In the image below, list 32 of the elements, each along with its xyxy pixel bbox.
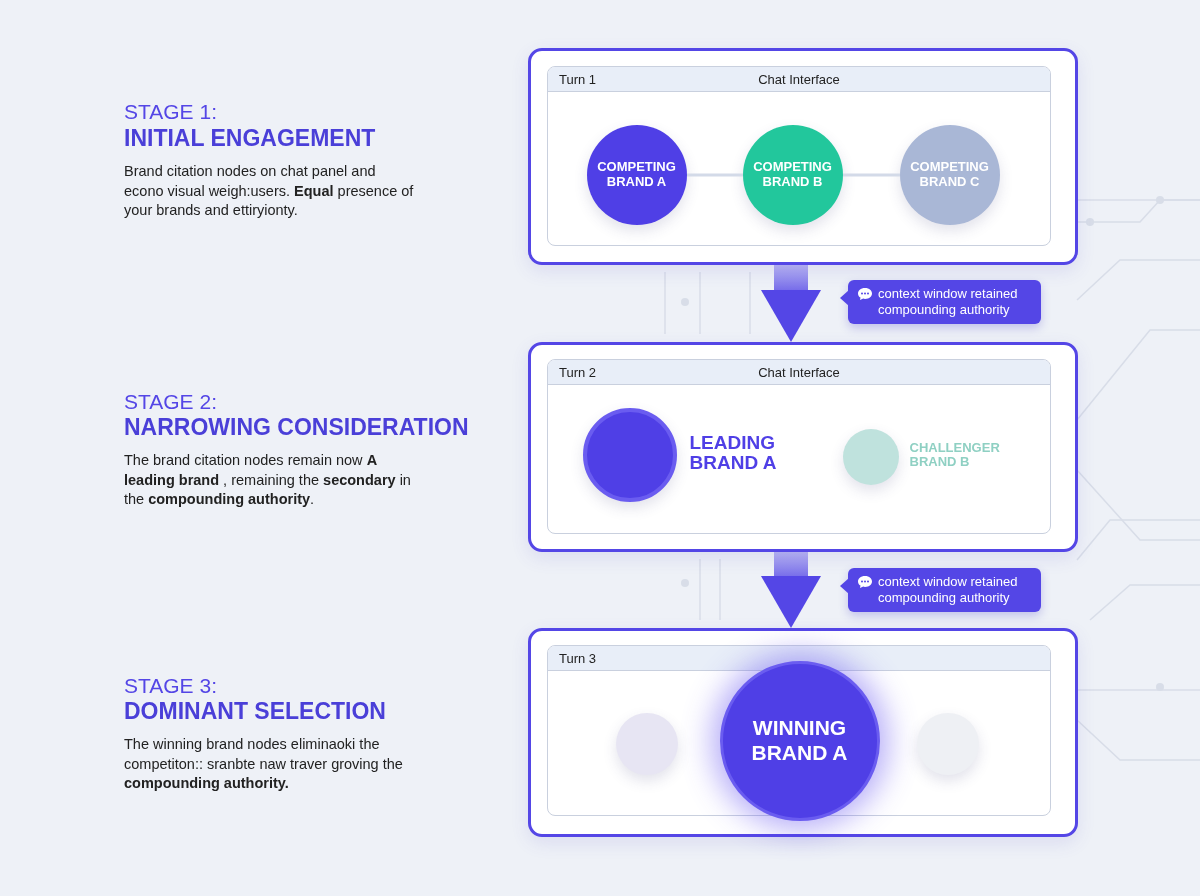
flow-arrow: [761, 552, 821, 628]
stage-title: DOMINANT SELECTION: [124, 698, 386, 725]
stage-number: STAGE 2:: [124, 390, 217, 414]
connector-line: [843, 173, 900, 177]
turn-label: Turn 1: [559, 72, 597, 87]
stage-number: STAGE 3:: [124, 674, 217, 698]
stage-card: [528, 342, 1078, 552]
stage-description: Brand citation nodes on chat panel and econo visual weigh:users. Equal presence of your brands and ettiryionty.: [124, 162, 415, 220]
stage-title: NARROWING CONSIDERATION: [124, 414, 469, 441]
stage-description: The brand citation nodes remain now A leading brand , remaining the secondary in the compounding authority.: [124, 451, 412, 509]
stage-description: The winning brand nodes eliminaoki the competiton:: sranbte naw traver groving the compounding authority.: [124, 735, 404, 793]
flow-arrow: [761, 265, 821, 342]
turn-label: Turn 3: [559, 651, 597, 666]
callout-text: context window retained compounding authority: [878, 286, 1018, 317]
circle-caption: CHALLENGER BRAND B: [909, 440, 1001, 470]
chat-window: [547, 359, 1051, 534]
connector-line: [687, 173, 743, 177]
turn-label: Turn 2: [559, 365, 597, 380]
brand-circle: COMPETING BRAND C: [899, 124, 1000, 225]
brand-circle: COMPETING BRAND B: [742, 124, 843, 225]
brand-circle: WINNING BRAND A: [719, 660, 880, 821]
chat-title: Chat Interface: [758, 365, 840, 380]
chat-title: Chat Interface: [758, 72, 840, 87]
stage-number: STAGE 1:: [124, 100, 217, 124]
stage-card: [528, 628, 1078, 837]
brand-circle: COMPETING BRAND A: [586, 124, 687, 225]
brand-circle: [842, 428, 899, 485]
callout-text: context window retained compounding authority: [878, 574, 1018, 605]
chat-window: [547, 66, 1051, 246]
stage-title: INITIAL ENGAGEMENT: [124, 125, 376, 152]
circle-caption: LEADING BRAND A: [689, 432, 778, 475]
stage-card: [528, 48, 1078, 265]
